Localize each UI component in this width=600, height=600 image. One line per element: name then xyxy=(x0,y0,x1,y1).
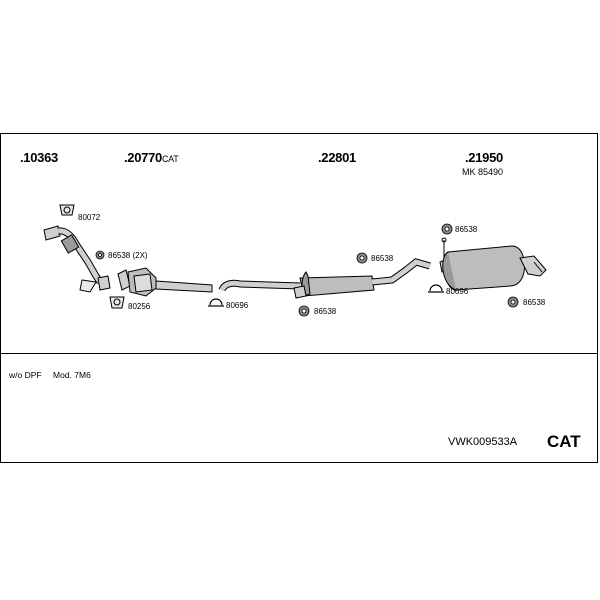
middle-silencer-part xyxy=(218,258,431,299)
part-number-rear-silencer[interactable]: .21950 xyxy=(465,150,503,165)
fitting-label-86538-2x[interactable]: 86538 (2X) xyxy=(108,251,148,260)
rubber-mount-icon xyxy=(95,250,105,260)
catalyst-part xyxy=(117,267,213,297)
kit-code: VWK009533A xyxy=(448,436,518,448)
note-dpf: w/o DPF xyxy=(9,370,42,380)
fitting-label-86538-rear-top[interactable]: 86538 xyxy=(455,225,478,234)
part-number-front-pipe[interactable]: .10363 xyxy=(20,150,58,165)
clamp-80696-icon xyxy=(208,298,224,307)
part-number-middle-silencer[interactable]: .22801 xyxy=(318,150,356,165)
cat-badge: CAT xyxy=(547,432,581,451)
diagram-frame xyxy=(0,133,598,463)
fitting-label-86538-rear-bottom[interactable]: 86538 xyxy=(523,298,546,307)
rear-kit-number[interactable]: MK 85490 xyxy=(462,167,504,177)
fitting-label-80072[interactable]: 80072 xyxy=(78,213,101,222)
catalyst-suffix: CAT xyxy=(161,154,179,164)
rear-silencer-part xyxy=(439,245,547,291)
rubber-mount-icon xyxy=(441,223,453,235)
fitting-label-86538-mid-high[interactable]: 86538 xyxy=(371,254,394,263)
catalyst-number: .20770 xyxy=(124,150,162,165)
fitting-label-80696-rear[interactable]: 80696 xyxy=(446,287,469,296)
gasket-80072-icon xyxy=(59,204,75,216)
front-pipe-part xyxy=(43,225,111,293)
fitting-label-80256[interactable]: 80256 xyxy=(128,302,151,311)
rubber-mount-icon xyxy=(356,252,368,264)
gasket-80256-icon xyxy=(109,296,125,309)
part-number-catalyst[interactable]: .20770CAT xyxy=(124,150,179,165)
note-model: Mod. 7M6 xyxy=(53,370,91,380)
rubber-mount-icon xyxy=(298,305,310,317)
fitting-label-80696-mid[interactable]: 80696 xyxy=(226,301,249,310)
fitting-label-86538-mid-low[interactable]: 86538 xyxy=(314,307,337,316)
clamp-80696-icon xyxy=(428,284,444,293)
rubber-mount-icon xyxy=(507,296,519,308)
diagram-divider xyxy=(0,353,598,354)
